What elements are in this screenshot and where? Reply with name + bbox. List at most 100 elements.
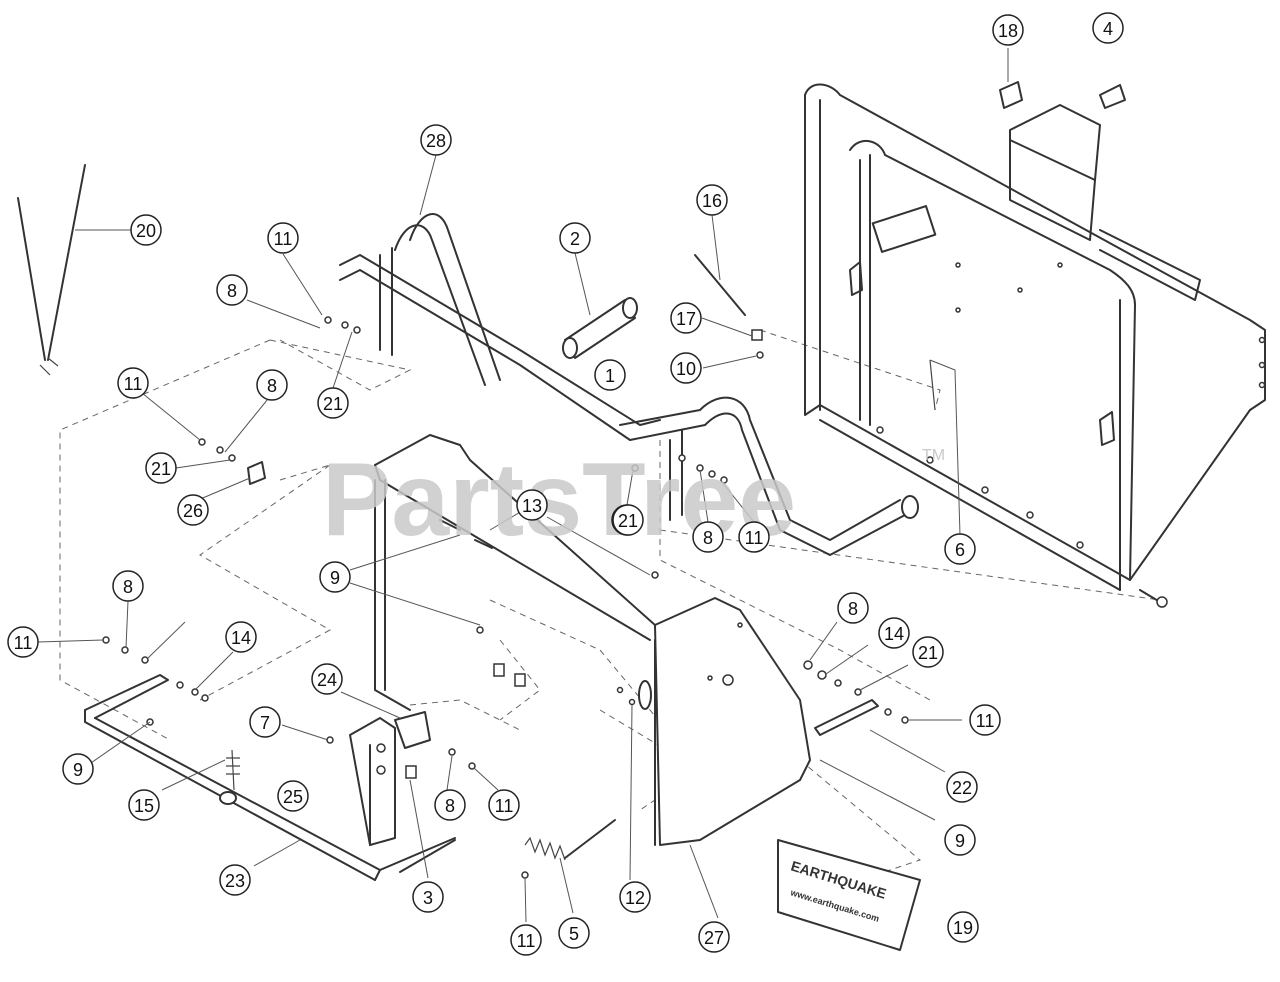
callout-circle xyxy=(510,924,542,956)
callout-label: 4 xyxy=(1103,19,1113,39)
callout-22: 22 xyxy=(946,771,978,803)
callout-circle xyxy=(946,771,978,803)
callout-circle xyxy=(559,222,591,254)
callout-circle xyxy=(1092,12,1124,44)
callout-circle xyxy=(7,626,39,658)
callout-circle xyxy=(128,789,160,821)
callout-label: 3 xyxy=(423,888,433,908)
callout-label: 28 xyxy=(426,131,446,151)
callout-16: 16 xyxy=(696,184,728,216)
callout-circle xyxy=(992,14,1024,46)
callout-9: 9 xyxy=(319,561,351,593)
callout-21: 21 xyxy=(145,452,177,484)
callout-circle xyxy=(878,617,910,649)
callout-11: 11 xyxy=(267,222,299,254)
callout-label: 11 xyxy=(14,633,33,653)
callout-5: 5 xyxy=(558,917,590,949)
callout-circle xyxy=(225,621,257,653)
callout-circle xyxy=(219,864,251,896)
part-19-decal: EARTHQUAKE www.earthquake.com xyxy=(777,839,921,951)
callout-3: 3 xyxy=(412,881,444,913)
callout-circle xyxy=(670,352,702,384)
callout-6: 6 xyxy=(944,533,976,565)
callout-label: 14 xyxy=(884,624,904,644)
callout-8: 8 xyxy=(112,570,144,602)
part-16-rod xyxy=(694,254,764,359)
callout-24: 24 xyxy=(311,663,343,695)
callout-circle xyxy=(612,504,644,536)
callout-label: 8 xyxy=(267,376,277,396)
callout-11: 11 xyxy=(738,521,770,553)
callout-8: 8 xyxy=(434,789,466,821)
callout-circle xyxy=(619,881,651,913)
callout-label: 21 xyxy=(918,643,938,663)
callout-label: 20 xyxy=(136,221,156,241)
callout-label: 8 xyxy=(445,796,455,816)
callout-25: 25 xyxy=(277,780,309,812)
part-22-link xyxy=(814,699,879,736)
callout-label: 21 xyxy=(618,511,638,531)
callout-circle xyxy=(698,921,730,953)
callout-11: 11 xyxy=(488,789,520,821)
callout-circle xyxy=(944,533,976,565)
callout-28: 28 xyxy=(420,124,452,156)
callout-8: 8 xyxy=(837,592,869,624)
partstree-watermark: PartsTree TM xyxy=(322,442,945,558)
callout-label: 2 xyxy=(570,229,580,249)
callout-circle xyxy=(420,124,452,156)
callout-21: 21 xyxy=(912,636,944,668)
callout-20: 20 xyxy=(130,214,162,246)
callout-10: 10 xyxy=(670,352,702,384)
callout-8: 8 xyxy=(216,274,248,306)
callout-label: 27 xyxy=(704,928,724,948)
part-26-bracket xyxy=(247,461,266,485)
callout-circle xyxy=(912,636,944,668)
callout-circle xyxy=(412,881,444,913)
callout-label: 15 xyxy=(134,796,154,816)
callout-circle xyxy=(249,706,281,738)
part-23-lower-bar xyxy=(84,674,456,881)
callout-circle xyxy=(692,521,724,553)
callout-circle xyxy=(558,917,590,949)
callout-9: 9 xyxy=(944,824,976,856)
callout-circle xyxy=(311,663,343,695)
callout-17: 17 xyxy=(670,302,702,334)
callout-circle xyxy=(969,704,1001,736)
callout-circle xyxy=(177,494,209,526)
callout-12: 12 xyxy=(619,881,651,913)
callout-label: 21 xyxy=(151,459,171,479)
callout-label: 5 xyxy=(569,924,579,944)
part-4-rear-frame xyxy=(804,81,1266,608)
callout-circle xyxy=(145,452,177,484)
callout-label: 12 xyxy=(625,888,645,908)
callout-label: 8 xyxy=(848,599,858,619)
watermark-brand: PartsTree xyxy=(322,442,796,558)
callout-11: 11 xyxy=(117,367,149,399)
callout-15: 15 xyxy=(128,789,160,821)
callout-label: 1 xyxy=(605,366,615,386)
callout-label: 23 xyxy=(225,871,245,891)
callout-label: 11 xyxy=(745,528,764,548)
callout-circle xyxy=(594,359,626,391)
callout-11: 11 xyxy=(7,626,39,658)
callout-label: 10 xyxy=(676,359,696,379)
callout-label: 14 xyxy=(231,628,251,648)
callout-circle xyxy=(317,387,349,419)
callout-circle xyxy=(488,789,520,821)
callout-label: 8 xyxy=(123,577,133,597)
callout-leader-lines xyxy=(37,48,1009,923)
callout-label: 18 xyxy=(998,21,1018,41)
callout-21: 21 xyxy=(612,504,644,536)
callout-circle xyxy=(434,789,466,821)
callout-circle xyxy=(670,302,702,334)
callout-label: 11 xyxy=(517,931,536,951)
callout-26: 26 xyxy=(177,494,209,526)
callout-label: 9 xyxy=(955,831,965,851)
callout-14: 14 xyxy=(878,617,910,649)
callout-circle xyxy=(267,222,299,254)
callout-9: 9 xyxy=(62,753,94,785)
part-24-bracket xyxy=(349,711,431,846)
callout-13: 13 xyxy=(516,489,548,521)
callout-1: 1 xyxy=(594,359,626,391)
